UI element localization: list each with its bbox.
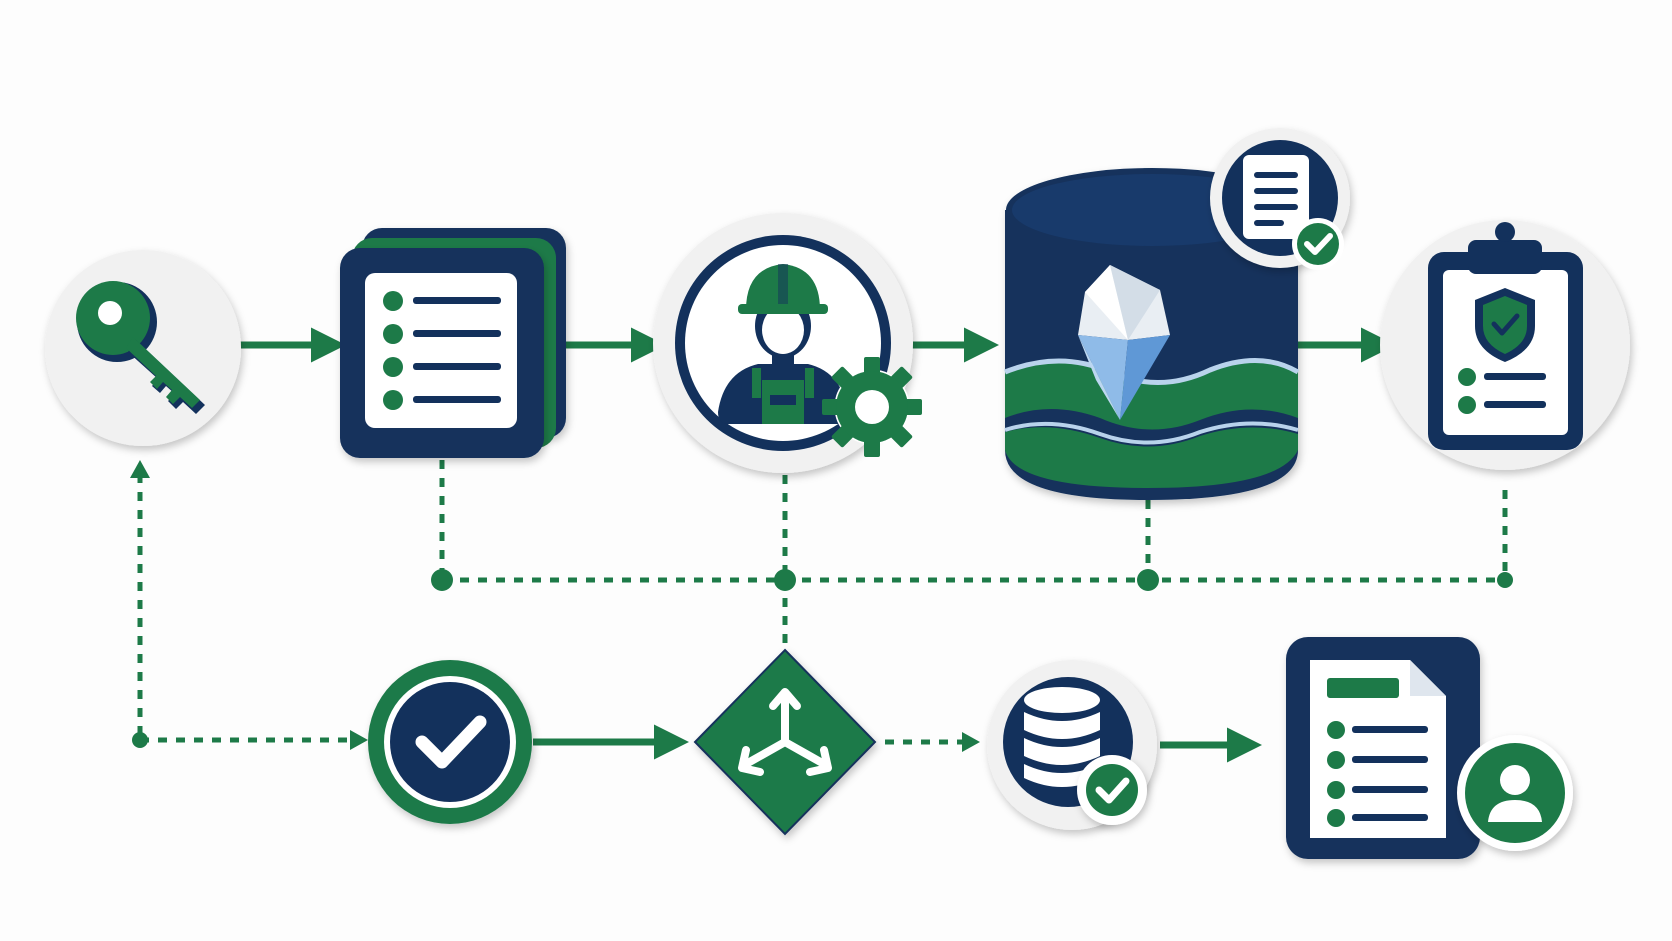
clipboard-shield-icon	[1428, 222, 1583, 450]
database-icon	[1024, 687, 1100, 787]
node-validate	[368, 660, 532, 824]
node-key	[45, 250, 241, 446]
bus-dot-2	[774, 569, 796, 591]
node-data-lake	[1004, 128, 1350, 500]
checklist-icon	[365, 273, 517, 428]
iceberg-icon	[1078, 265, 1170, 420]
key-icon	[76, 281, 205, 414]
node-db-verified	[987, 660, 1157, 830]
check-badge-icon	[1077, 755, 1147, 825]
node-clipboard	[1380, 220, 1630, 470]
user-avatar-icon	[1457, 735, 1573, 851]
connectors	[130, 327, 1513, 763]
three-way-split-icon	[738, 688, 832, 776]
arrowhead-to-key	[130, 460, 150, 478]
check-badge-icon	[1292, 218, 1344, 270]
node-user-report	[1286, 637, 1573, 859]
arrowhead-to-db	[962, 732, 980, 752]
bus-dot-3	[1137, 569, 1159, 591]
node-engineer	[653, 213, 922, 473]
engineer-icon	[718, 264, 848, 424]
bus-dot-4	[1497, 572, 1513, 588]
bus-dot-1	[431, 569, 453, 591]
document-icon	[1310, 660, 1446, 838]
feedback-corner-dot	[132, 732, 148, 748]
node-checklist	[340, 228, 566, 458]
arrowhead-to-validate	[350, 730, 368, 750]
document-check-badge	[1210, 128, 1350, 270]
node-distribute	[693, 648, 877, 836]
checkmark-icon	[415, 715, 487, 769]
gear-icon	[822, 357, 922, 457]
